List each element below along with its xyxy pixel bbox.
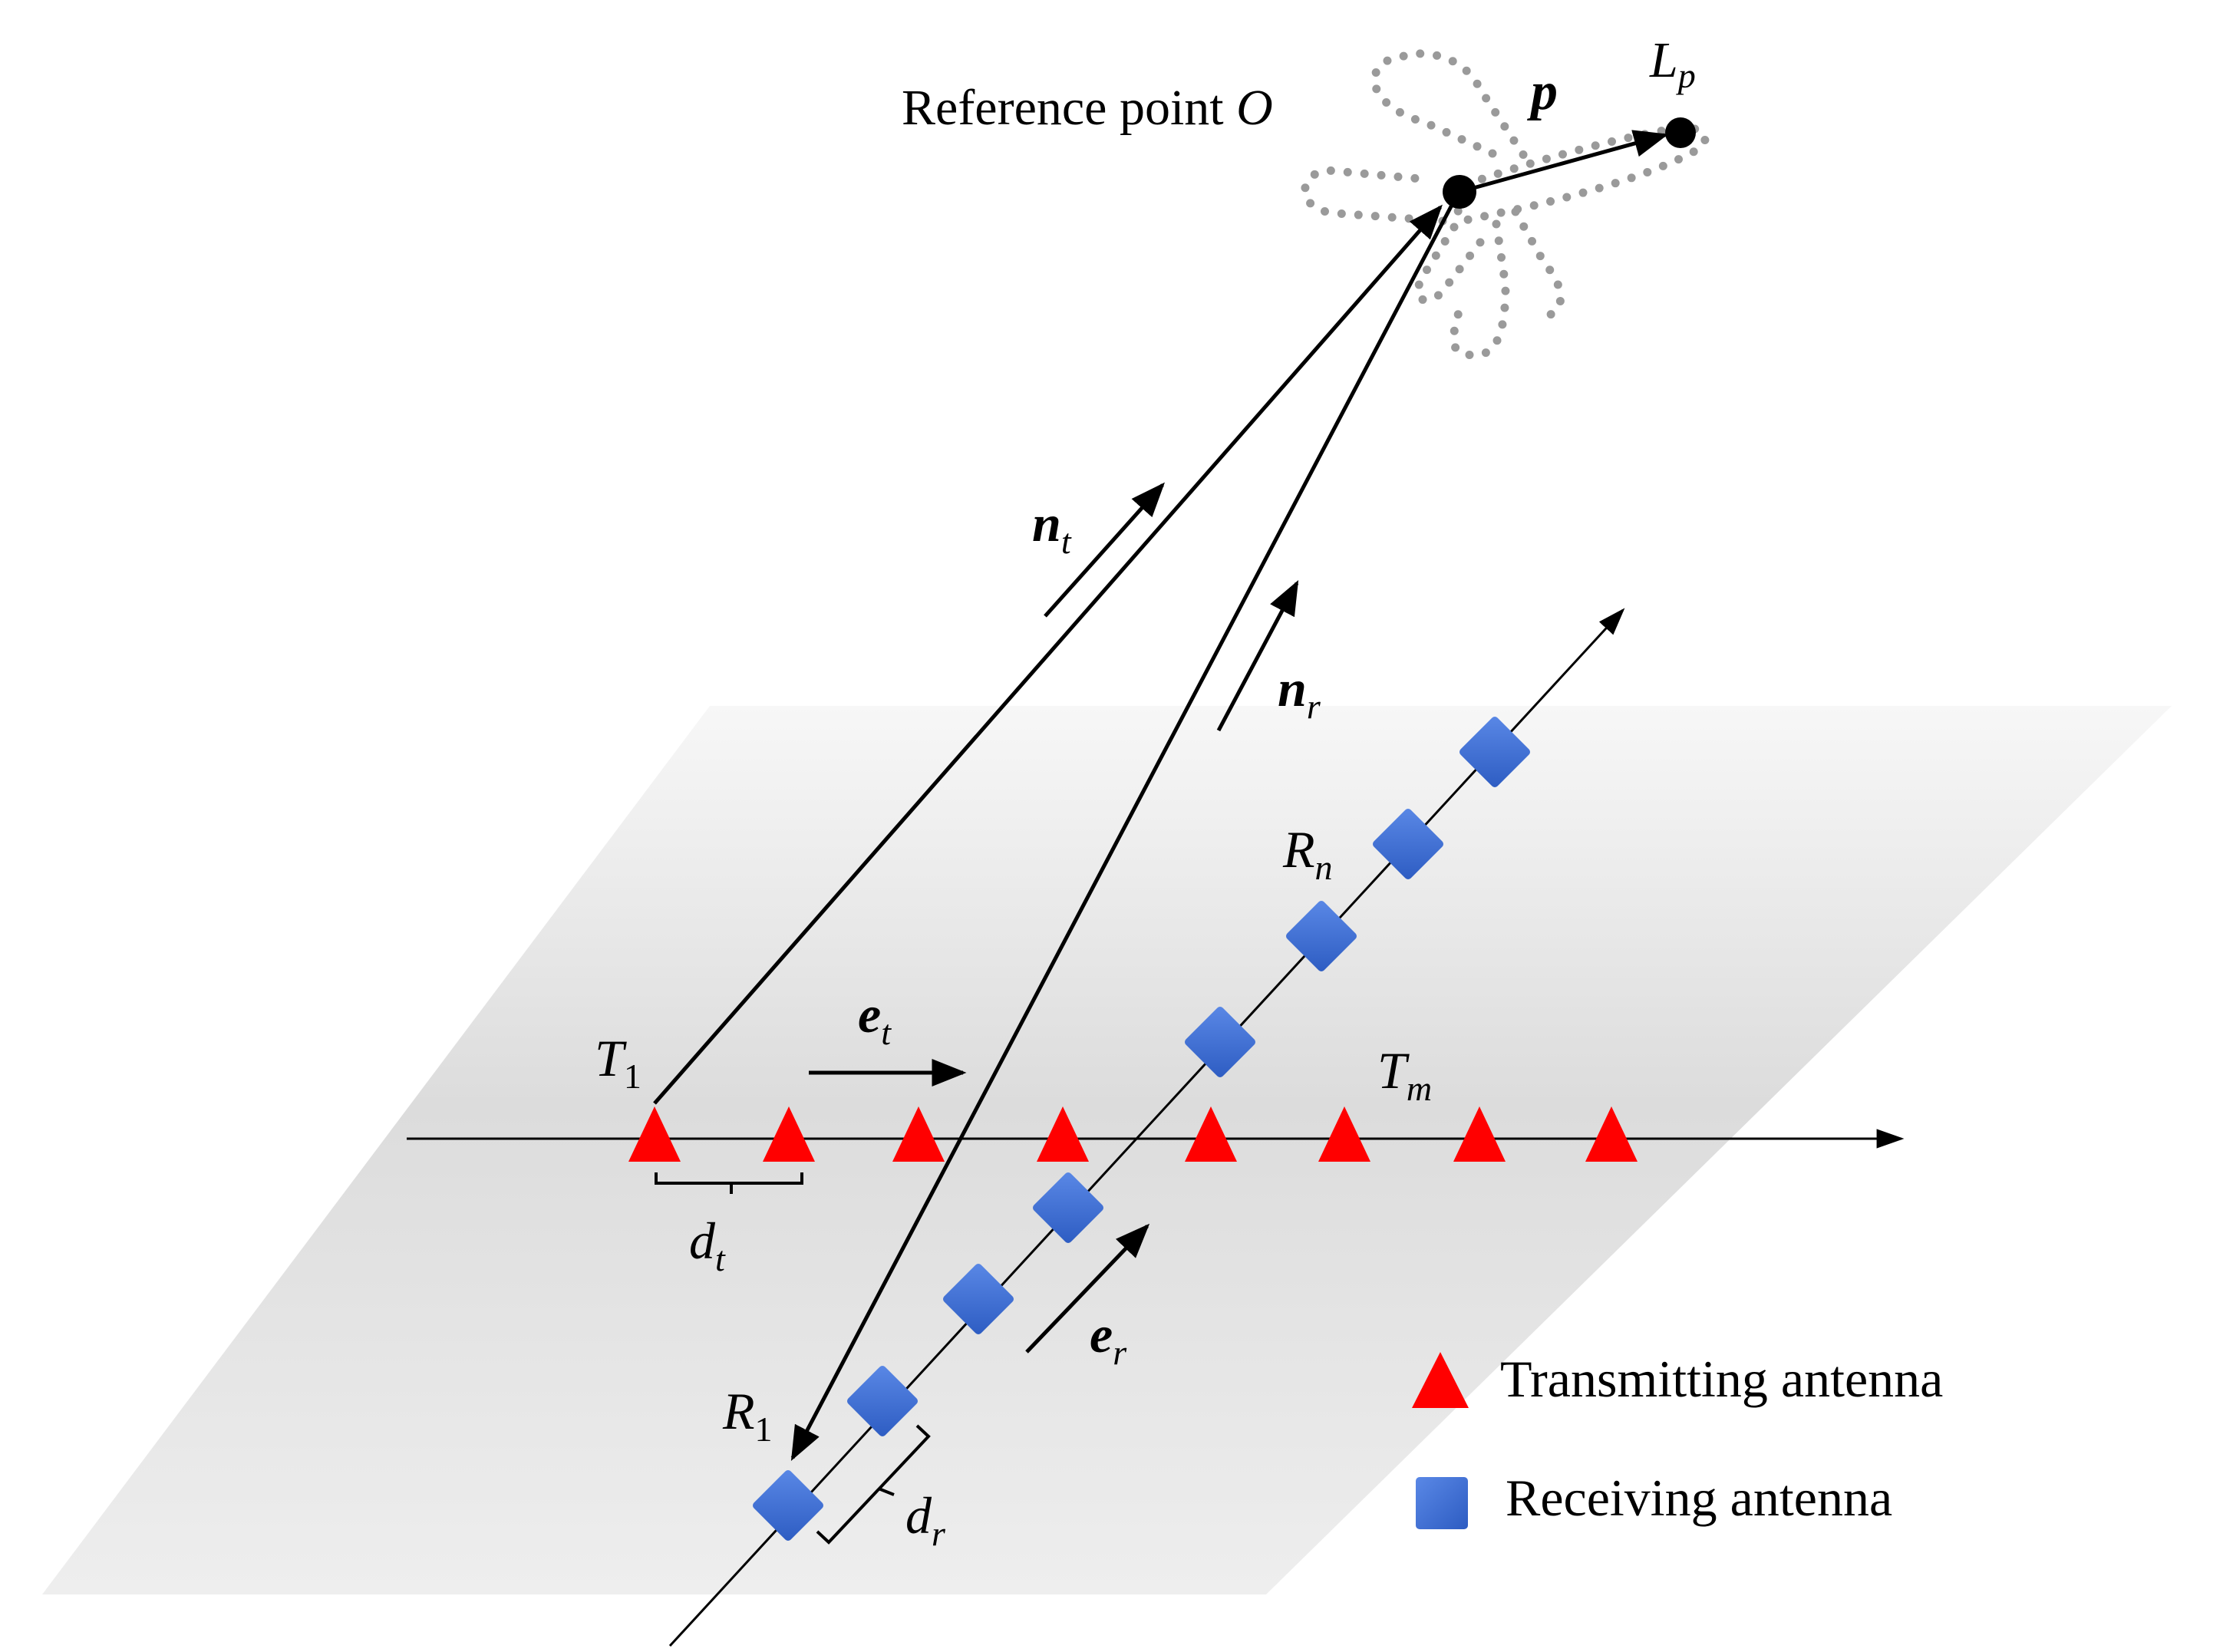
nt-label: nt [1032,494,1072,561]
nr-direction-arrow [1216,580,1299,732]
receive-antenna [1459,716,1531,788]
legend-receive-icon [1416,1477,1468,1529]
rn-label: Rn [1282,820,1333,887]
aircraft-outline [1301,49,1710,360]
point-lp-dot [1665,117,1696,148]
transmit-antenna [892,1106,945,1162]
receive-path-line [790,192,1460,1461]
receive-antenna [1285,900,1357,972]
dr-label: dr [905,1486,946,1553]
receive-antenna [1184,1006,1256,1078]
receive-antenna [942,1263,1014,1335]
receive-antenna [1032,1172,1104,1244]
receive-antenna [846,1365,919,1437]
reference-point-label: Reference point O [902,80,1273,136]
transmit-antenna [1318,1106,1370,1162]
ground-plane [42,706,2172,1594]
position-vector-p [1459,130,1669,194]
legend-transmit-label: Transmitting antenna [1500,1350,1943,1408]
er-direction-arrow [1025,1223,1150,1354]
er-label: er [1090,1305,1127,1372]
receiver-array [752,716,1531,1542]
receive-antenna [1372,808,1444,880]
legend-receive-label: Receiving antenna [1506,1469,1892,1527]
nt-direction-arrow [1044,482,1166,618]
transmit-antenna [1453,1106,1506,1162]
t1-label: T1 [595,1029,642,1096]
transmit-antenna [1037,1106,1089,1162]
transmit-antenna [628,1106,681,1162]
receive-antenna [752,1469,824,1542]
et-label: et [858,985,892,1052]
transmit-antenna [1185,1106,1237,1162]
lp-label: Lp [1649,32,1696,95]
transmit-path-line [653,204,1443,1105]
dt-label: dt [689,1212,726,1278]
transmitter-array [628,1106,1638,1162]
transmit-antenna [763,1106,815,1162]
legend: Transmitting antenna Receiving antenna [1412,1350,1943,1529]
reference-point-dot [1443,175,1476,209]
legend-transmit-icon [1412,1352,1469,1408]
p-vector-label: p [1527,62,1558,121]
dr-spacing-bracket [816,1424,931,1545]
dt-spacing-bracket [655,1172,803,1194]
nr-label: nr [1278,659,1321,726]
transmit-antenna [1585,1106,1638,1162]
tm-label: Tm [1377,1041,1432,1108]
r1-label: R1 [722,1382,773,1449]
receive-axis [668,608,1625,1647]
